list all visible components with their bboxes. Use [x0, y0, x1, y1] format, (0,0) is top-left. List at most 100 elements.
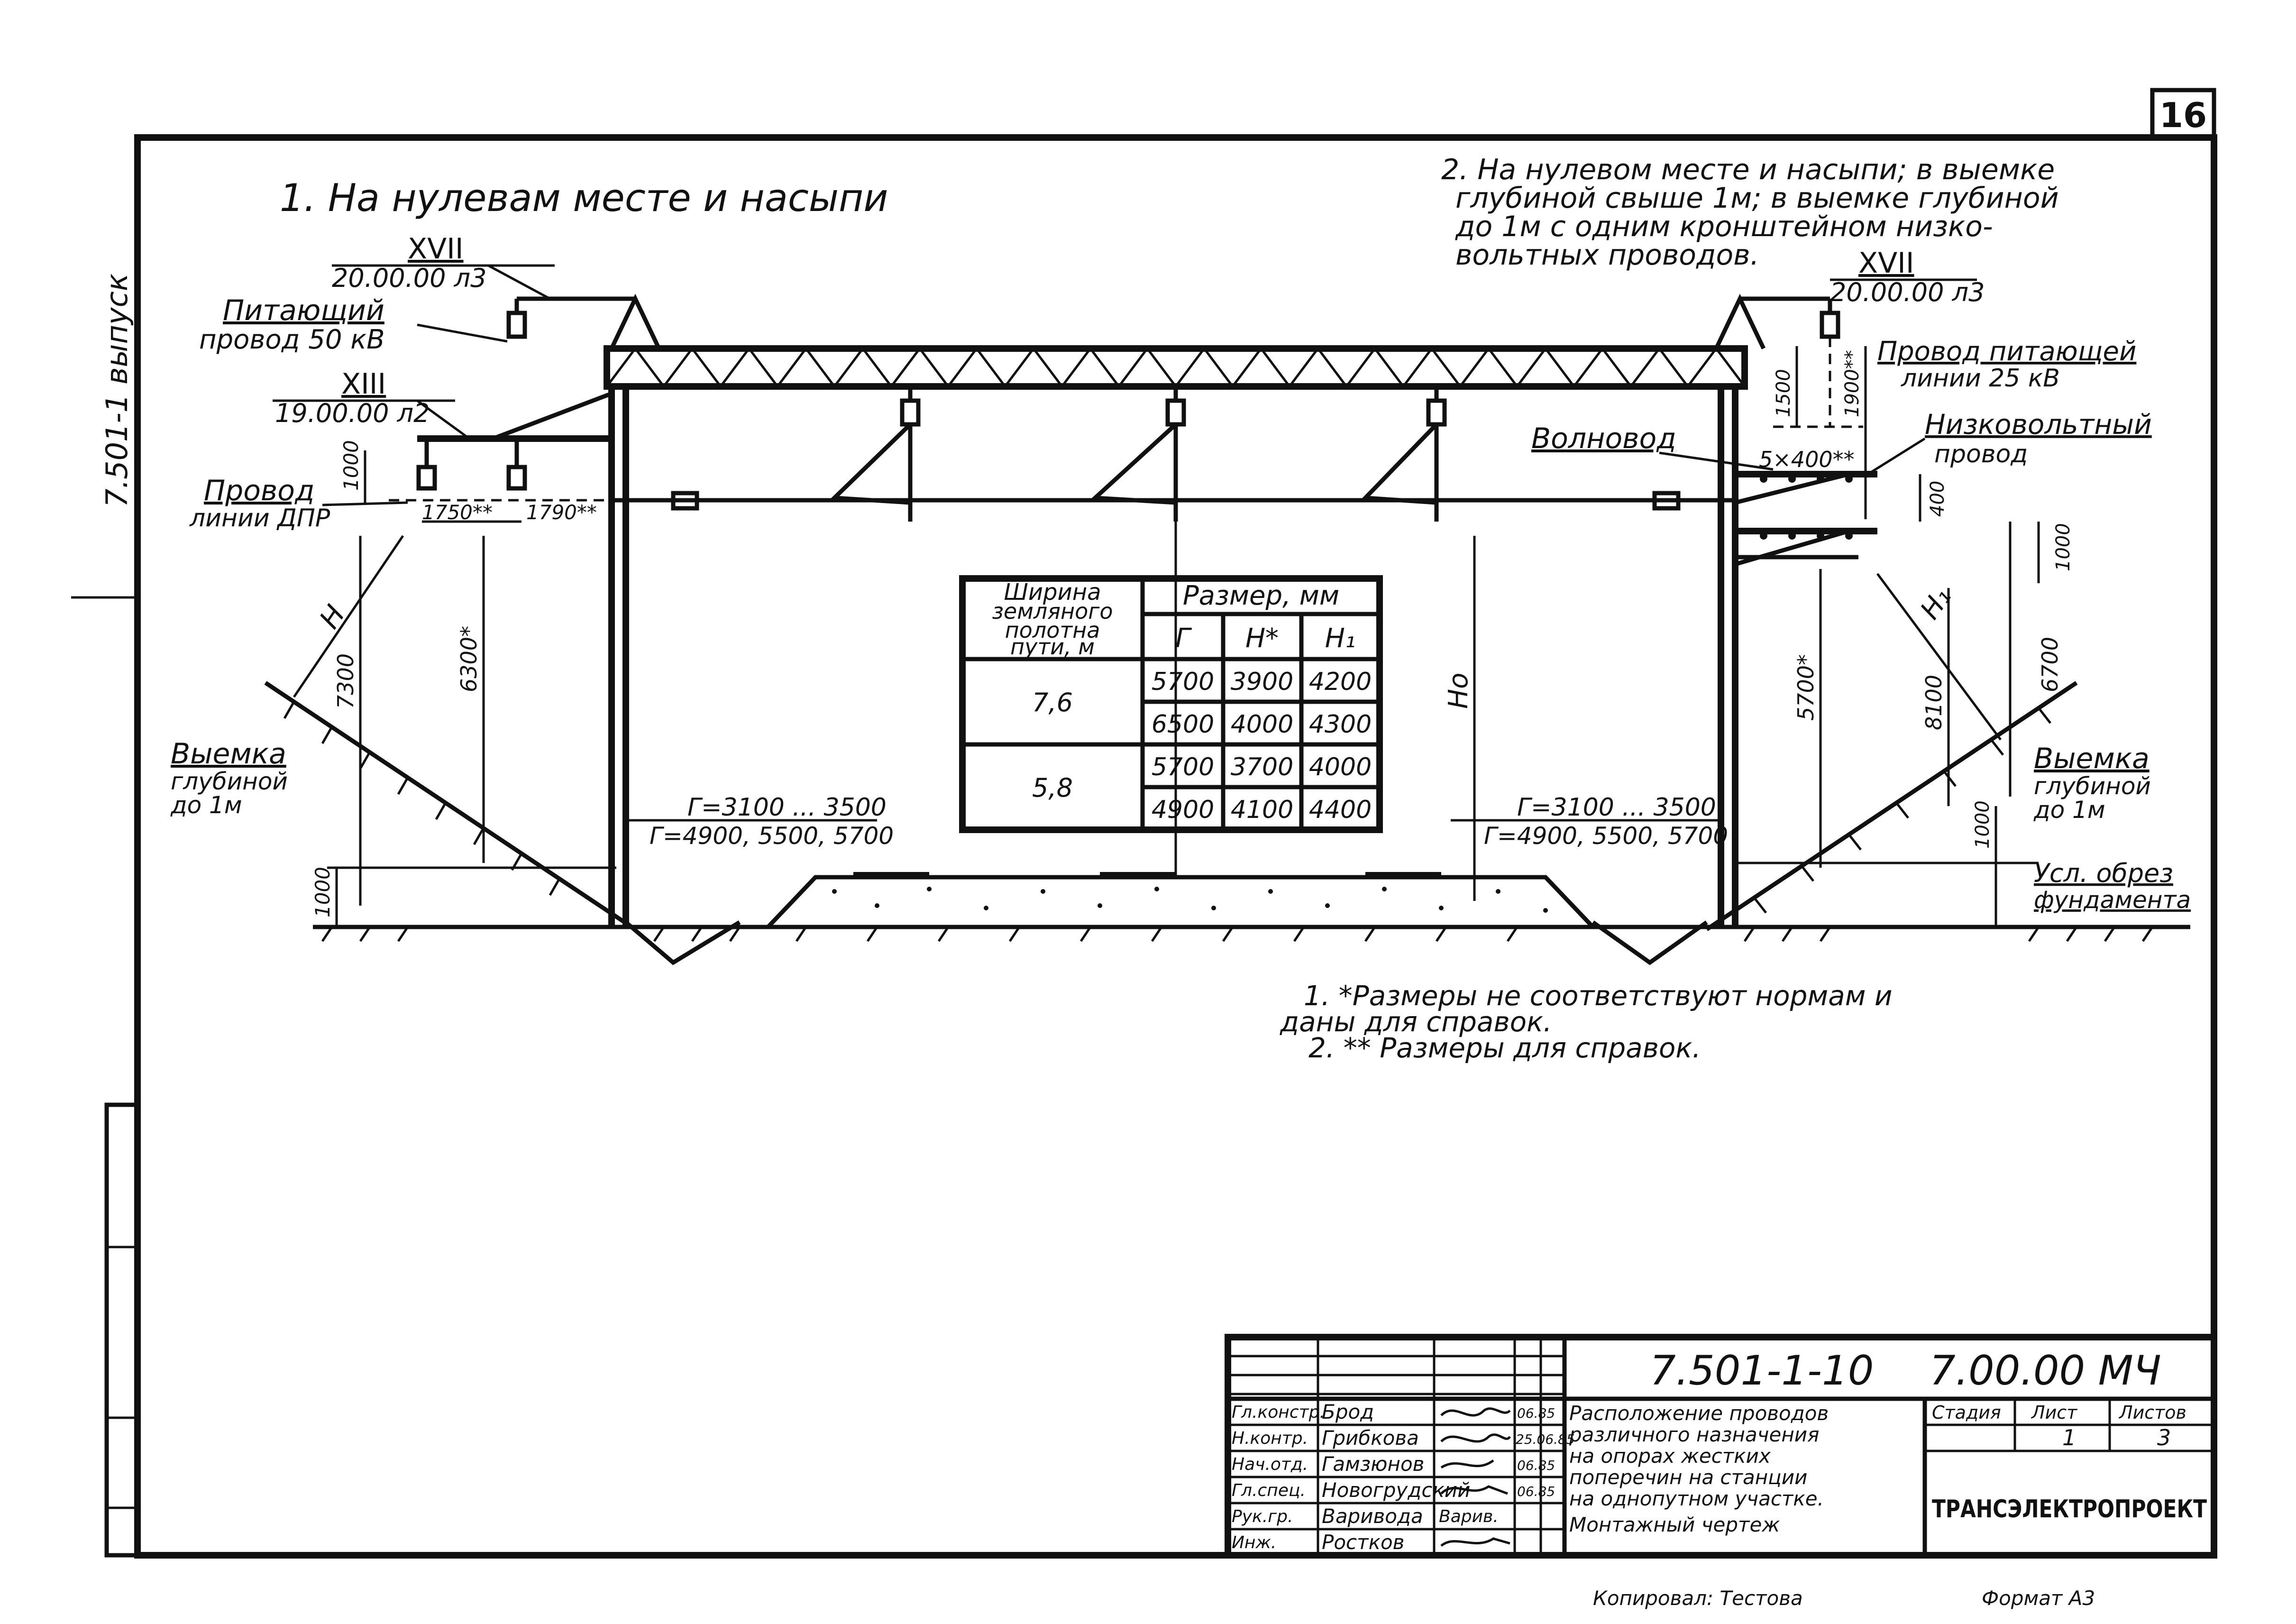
left-labels: XVII 20.00.00 л3 Питающий провод 50 кВ X…	[170, 232, 894, 927]
center-labels: Но	[1174, 522, 1476, 901]
footer-format: Формат А3	[1982, 1587, 2095, 1610]
dim-6300: 6300*	[456, 626, 482, 692]
dim-1000: 1000	[339, 440, 363, 491]
dim-1000-base-right: 1000	[1972, 800, 1994, 849]
table-cell: 4000	[1309, 753, 1372, 781]
dim-5700: 5700*	[1793, 654, 1819, 721]
role: Инж.	[1232, 1533, 1276, 1552]
table-header-width: Ширина	[1004, 579, 1101, 606]
right-feeder-insulator	[1773, 299, 1863, 428]
dim-5x400: 5×400**	[1759, 447, 1855, 472]
table-cell: 4200	[1309, 668, 1372, 696]
size-table: Ширина земляного полотна пути, м Размер,…	[959, 575, 1383, 833]
feed-label-2: провод 50 кВ	[199, 324, 385, 355]
cut-right-1: Выемка	[2034, 742, 2150, 775]
side-code: 7.501-1 выпуск	[100, 273, 134, 507]
stage-label: Стадия	[1932, 1402, 2001, 1423]
drawing-code: 7.00.00 МЧ	[1930, 1347, 2161, 1395]
dim-6700: 6700	[2037, 637, 2063, 692]
note-line: 1. *Размеры не соответствуют нормам и	[1304, 980, 1893, 1012]
role: Н.контр.	[1232, 1429, 1308, 1448]
dim-h1: Н₁	[1914, 582, 1957, 625]
note-line: даны для справок.	[1280, 1006, 1552, 1038]
dim-1000-base: 1000	[311, 867, 334, 918]
gauge-left-1: Г=3100 ... 3500	[687, 793, 887, 822]
gauge-left-2: Г=4900, 5500, 5700	[649, 822, 894, 850]
sheet-label: Лист	[2031, 1402, 2078, 1423]
description-line: поперечин на станции	[1569, 1466, 1807, 1489]
signatures: Варив.	[1439, 1407, 1511, 1547]
table-header-width: полотна	[1005, 617, 1100, 643]
sign-date: 06.85	[1517, 1405, 1555, 1421]
table-cell: 4900	[1152, 796, 1214, 824]
foundation-2: фундамента	[2034, 886, 2191, 914]
foundation-1: Усл. обрез	[2034, 858, 2173, 888]
heading-right-line: глубиной свыше 1м; в выемке глубиной	[1455, 182, 2059, 215]
dpr-label-1: Провод	[204, 474, 314, 507]
feed-label-1: Питающий	[223, 294, 384, 327]
right-pole	[1718, 389, 1738, 927]
person-name: Варивода	[1322, 1505, 1423, 1528]
sheets-value: 3	[2157, 1425, 2171, 1450]
table-cell: 4100	[1231, 796, 1293, 824]
role: Нач.отд.	[1232, 1455, 1308, 1474]
dim-8100: 8100	[1921, 675, 1947, 730]
description-line: на однопутном участке.	[1569, 1487, 1824, 1510]
feed-right-2: линии 25 кВ	[1901, 364, 2060, 393]
sheets-label: Листов	[2118, 1402, 2186, 1423]
dim-1750: 1750**	[422, 501, 493, 524]
right-labels: XVII 20.00.00 л3 Провод питающей линии 2…	[1451, 247, 2191, 927]
table-header-width: земляного	[992, 598, 1113, 624]
ditches	[624, 920, 1708, 965]
lowvolt-2: провод	[1934, 440, 2028, 468]
feed-right-1: Провод питающей	[1877, 336, 2136, 367]
lowvolt-1: Низковольтный	[1925, 408, 2152, 440]
table-subheader: Н₁	[1325, 623, 1356, 654]
footer-copied: Копировал: Тестова	[1593, 1587, 1803, 1610]
left-cut-slope	[264, 681, 637, 931]
table-cell: 3700	[1231, 753, 1293, 781]
table-cell: 5700	[1152, 668, 1214, 696]
description-line: различного назначения	[1569, 1423, 1819, 1446]
table-subheader: Г	[1175, 623, 1192, 654]
cut-label-3: до 1м	[170, 791, 242, 819]
dim-400: 400	[1927, 481, 1948, 517]
heading-left: 1. На нулевам месте и насыпи	[280, 176, 888, 220]
node-upper-mark: 20.00.00 л3	[332, 263, 487, 293]
signal-wire-line	[612, 491, 1735, 511]
dim-h0: Но	[1443, 673, 1474, 709]
table-width-value: 7,6	[1032, 688, 1073, 717]
node-lower-mark: 19.00.00 л2	[275, 398, 430, 428]
cut-label-2: глубиной	[171, 768, 288, 795]
table-cell: 3900	[1231, 668, 1293, 696]
table-cell: 6500	[1152, 710, 1214, 739]
person-name: Грибкова	[1322, 1426, 1419, 1450]
heading-right: 2. На нулевом месте и насыпи; в выемке г…	[1441, 153, 2059, 272]
description-line: Монтажный чертеж	[1569, 1513, 1780, 1536]
notes: 1. *Размеры не соответствуют нормам и да…	[1280, 980, 1893, 1064]
node-roman-right: XVII	[1858, 247, 1914, 280]
gauge-right-2: Г=4900, 5500, 5700	[1484, 822, 1728, 850]
left-dpr-bracket	[389, 391, 613, 502]
role: Гл.спец.	[1232, 1481, 1306, 1500]
right-lowvolt-brackets	[1734, 471, 1877, 567]
track-ballast	[763, 872, 1598, 929]
node-upper-roman: XVII	[408, 232, 464, 266]
node-lower-roman: XIII	[341, 367, 386, 401]
sign-date: 06.85	[1517, 1484, 1555, 1499]
sheet-value: 1	[2062, 1425, 2076, 1450]
dim-1500: 1500	[1773, 369, 1794, 417]
sign-date: 25.06.85	[1516, 1431, 1575, 1447]
cut-right-3: до 1м	[2033, 796, 2105, 824]
heading-right-line: до 1м с одним кронштейном низко-	[1455, 210, 1993, 243]
table-subheader: Н*	[1245, 623, 1279, 654]
cut-right-2: глубиной	[2034, 772, 2151, 800]
note-line: 2. ** Размеры для справок.	[1308, 1032, 1701, 1064]
dpr-label-2: линии ДПР	[189, 504, 330, 532]
right-cut-slope	[1705, 681, 2078, 931]
dim-1790: 1790**	[526, 501, 597, 524]
table-cell: 4400	[1309, 796, 1372, 824]
sign-date: 06.85	[1517, 1458, 1555, 1473]
doc-code: 7.501-1-10	[1650, 1347, 1874, 1395]
